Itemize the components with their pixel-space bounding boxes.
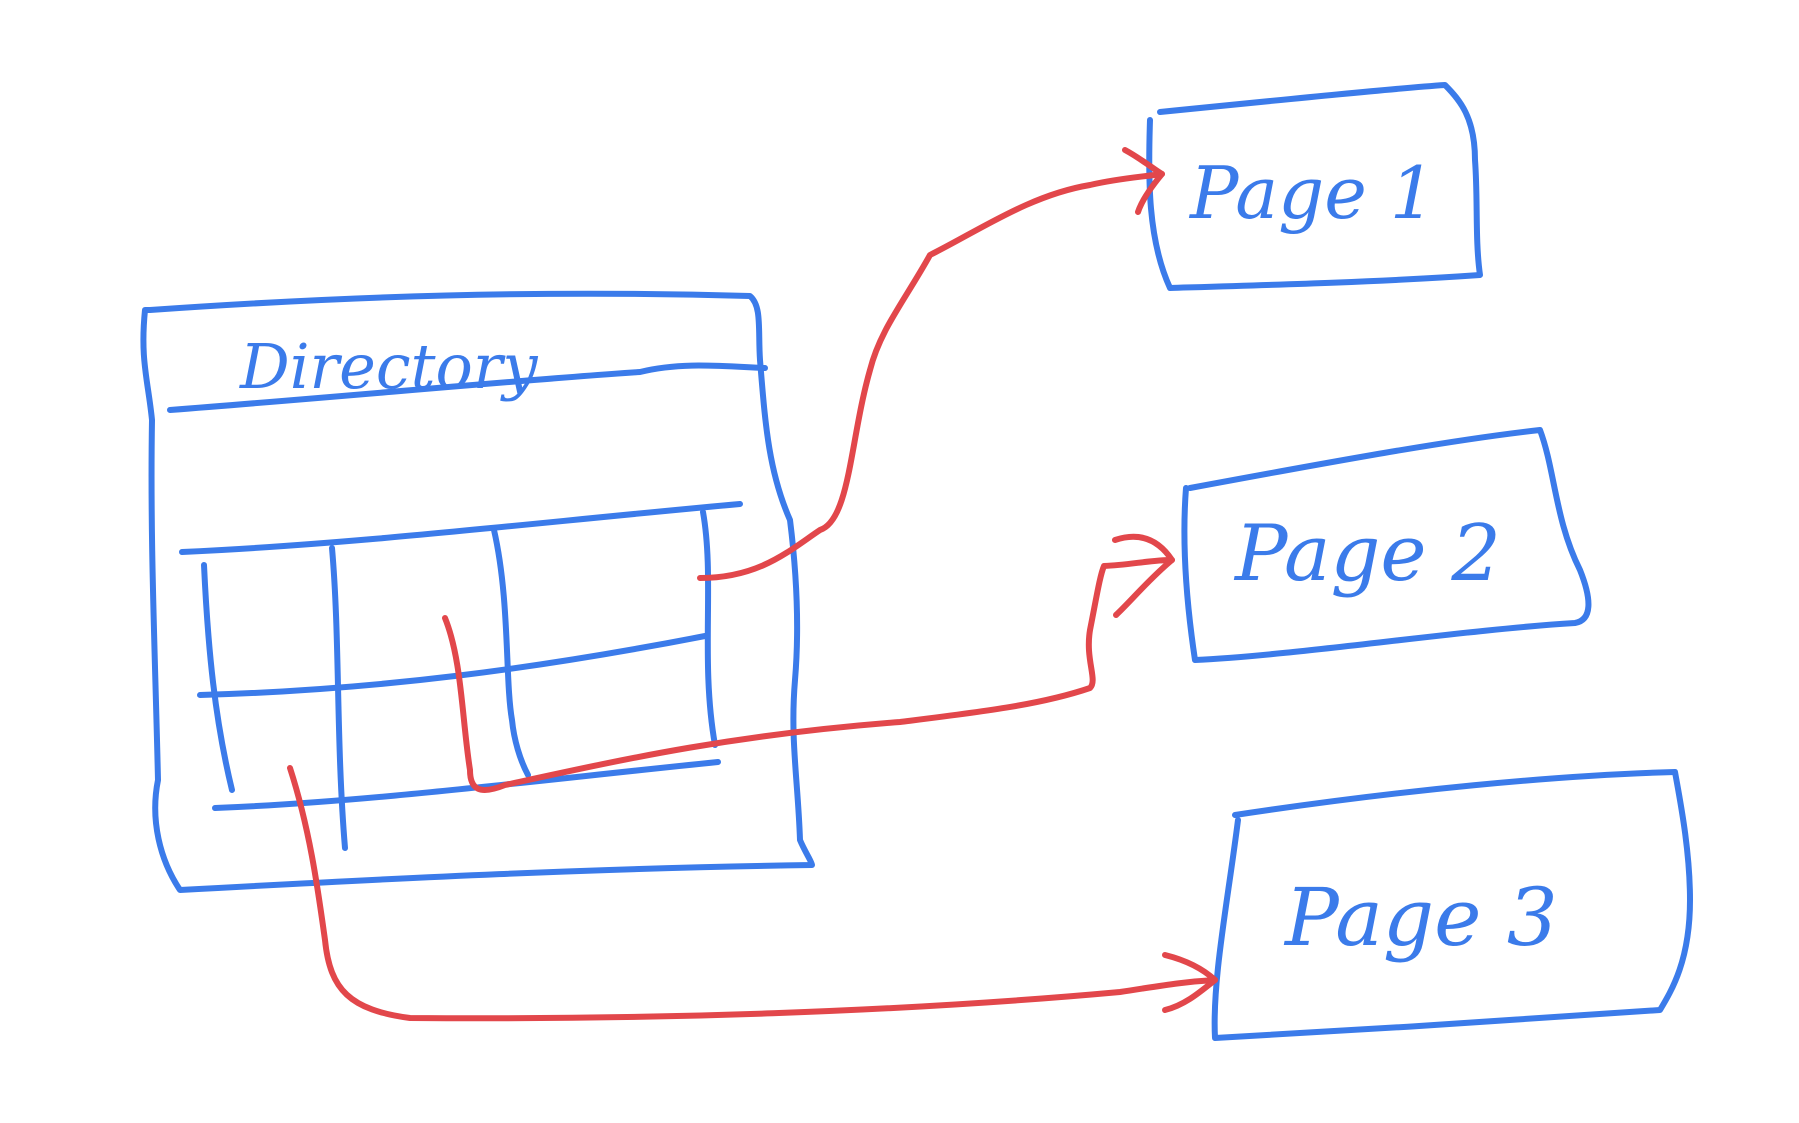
table-top-line [179, 501, 743, 555]
directory-box [140, 290, 815, 893]
arrow-to-page-1 [697, 171, 1165, 581]
arrow-to-page-3 [287, 765, 1218, 1022]
arrow-to-page-2 [442, 557, 1175, 793]
arrow-head-page-1 [1122, 147, 1165, 215]
table-column-2 [329, 545, 348, 851]
page-3-label: Page 3 [1283, 871, 1558, 964]
table-bottom-line [212, 759, 721, 811]
page-2-label: Page 2 [1233, 509, 1501, 599]
page-1-box [1146, 82, 1483, 291]
directory-header-divider [167, 362, 768, 413]
directory-label: Directory [239, 330, 538, 403]
arrow-head-page-3 [1162, 952, 1218, 1013]
table-column-4 [700, 509, 718, 748]
page-3-box [1211, 769, 1693, 1041]
arrow-head-page-2 [1112, 533, 1175, 618]
page-1-label: Page 1 [1188, 151, 1436, 235]
table-column-1 [201, 562, 235, 793]
page-2-box [1181, 427, 1592, 663]
table-column-3 [491, 527, 531, 778]
